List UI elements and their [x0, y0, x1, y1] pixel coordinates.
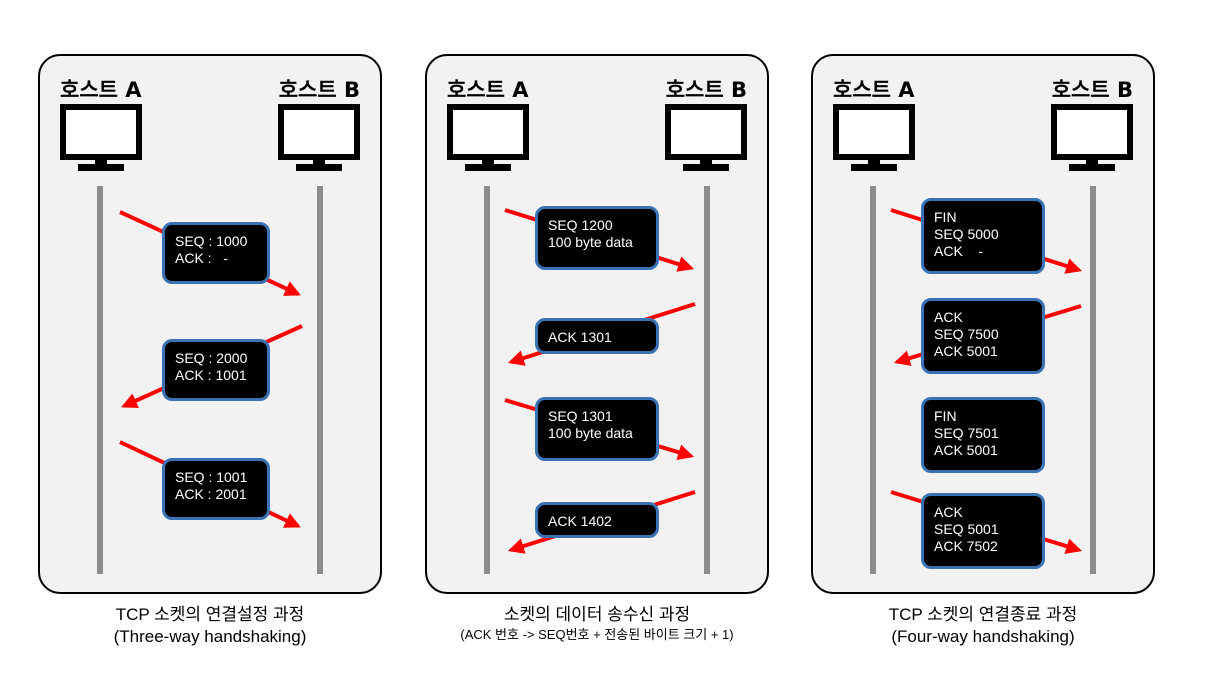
host-b-label: 호스트 B: [665, 78, 747, 102]
message-box: ACK SEQ 7500 ACK 5001: [921, 298, 1045, 374]
host-b-timeline: [317, 186, 323, 574]
host-a-label: 호스트 A: [60, 78, 142, 102]
caption-three-way: TCP 소켓의 연결설정 과정 (Three-way handshaking): [38, 604, 382, 648]
message-box: FIN SEQ 7501 ACK 5001: [921, 397, 1045, 473]
monitor-icon: [60, 104, 142, 171]
message-box: SEQ : 2000 ACK : 1001: [162, 339, 270, 401]
caption-title: 소켓의 데이터 송수신 과정: [503, 605, 691, 624]
monitor-icon: [447, 104, 529, 171]
caption-data-transfer: 소켓의 데이터 송수신 과정 (ACK 번호 -> SEQ번호 + 전송된 바이…: [425, 604, 769, 644]
caption-subtitle: (ACK 번호 -> SEQ번호 + 전송된 바이트 크기 + 1): [460, 627, 734, 642]
host-b-timeline: [1090, 186, 1096, 574]
message-box: FIN SEQ 5000 ACK -: [921, 198, 1045, 274]
host-b-label: 호스트 B: [1051, 78, 1133, 102]
message-box: ACK SEQ 5001 ACK 7502: [921, 493, 1045, 569]
monitor-icon: [833, 104, 915, 171]
panel-data-transfer: 호스트 A 호스트 B SEQ 1200 100 byte data ACK 1…: [425, 54, 769, 594]
caption-title: TCP 소켓의 연결종료 과정: [888, 605, 1078, 624]
monitor-icon: [278, 104, 360, 171]
message-box: SEQ 1200 100 byte data: [535, 206, 659, 270]
message-box: ACK 1301: [535, 318, 659, 354]
message-box: SEQ : 1001 ACK : 2001: [162, 458, 270, 520]
host-a-timeline: [97, 186, 103, 574]
caption-subtitle: (Four-way handshaking): [891, 627, 1075, 646]
host-a-label: 호스트 A: [833, 78, 915, 102]
caption-four-way: TCP 소켓의 연결종료 과정 (Four-way handshaking): [811, 604, 1155, 648]
panel-three-way-handshake: 호스트 A 호스트 B SEQ : 1000 ACK : - SEQ : 200…: [38, 54, 382, 594]
caption-subtitle: (Three-way handshaking): [113, 627, 307, 646]
monitor-icon: [665, 104, 747, 171]
message-box: ACK 1402: [535, 502, 659, 538]
monitor-icon: [1051, 104, 1133, 171]
caption-title: TCP 소켓의 연결설정 과정: [115, 605, 305, 624]
host-a-timeline: [484, 186, 490, 574]
message-box: SEQ 1301 100 byte data: [535, 397, 659, 461]
host-b-label: 호스트 B: [278, 78, 360, 102]
host-a-timeline: [870, 186, 876, 574]
host-a-label: 호스트 A: [447, 78, 529, 102]
panel-four-way-handshake: 호스트 A 호스트 B FIN SEQ 5000 ACK - ACK SEQ 7…: [811, 54, 1155, 594]
message-box: SEQ : 1000 ACK : -: [162, 222, 270, 284]
host-b-timeline: [704, 186, 710, 574]
